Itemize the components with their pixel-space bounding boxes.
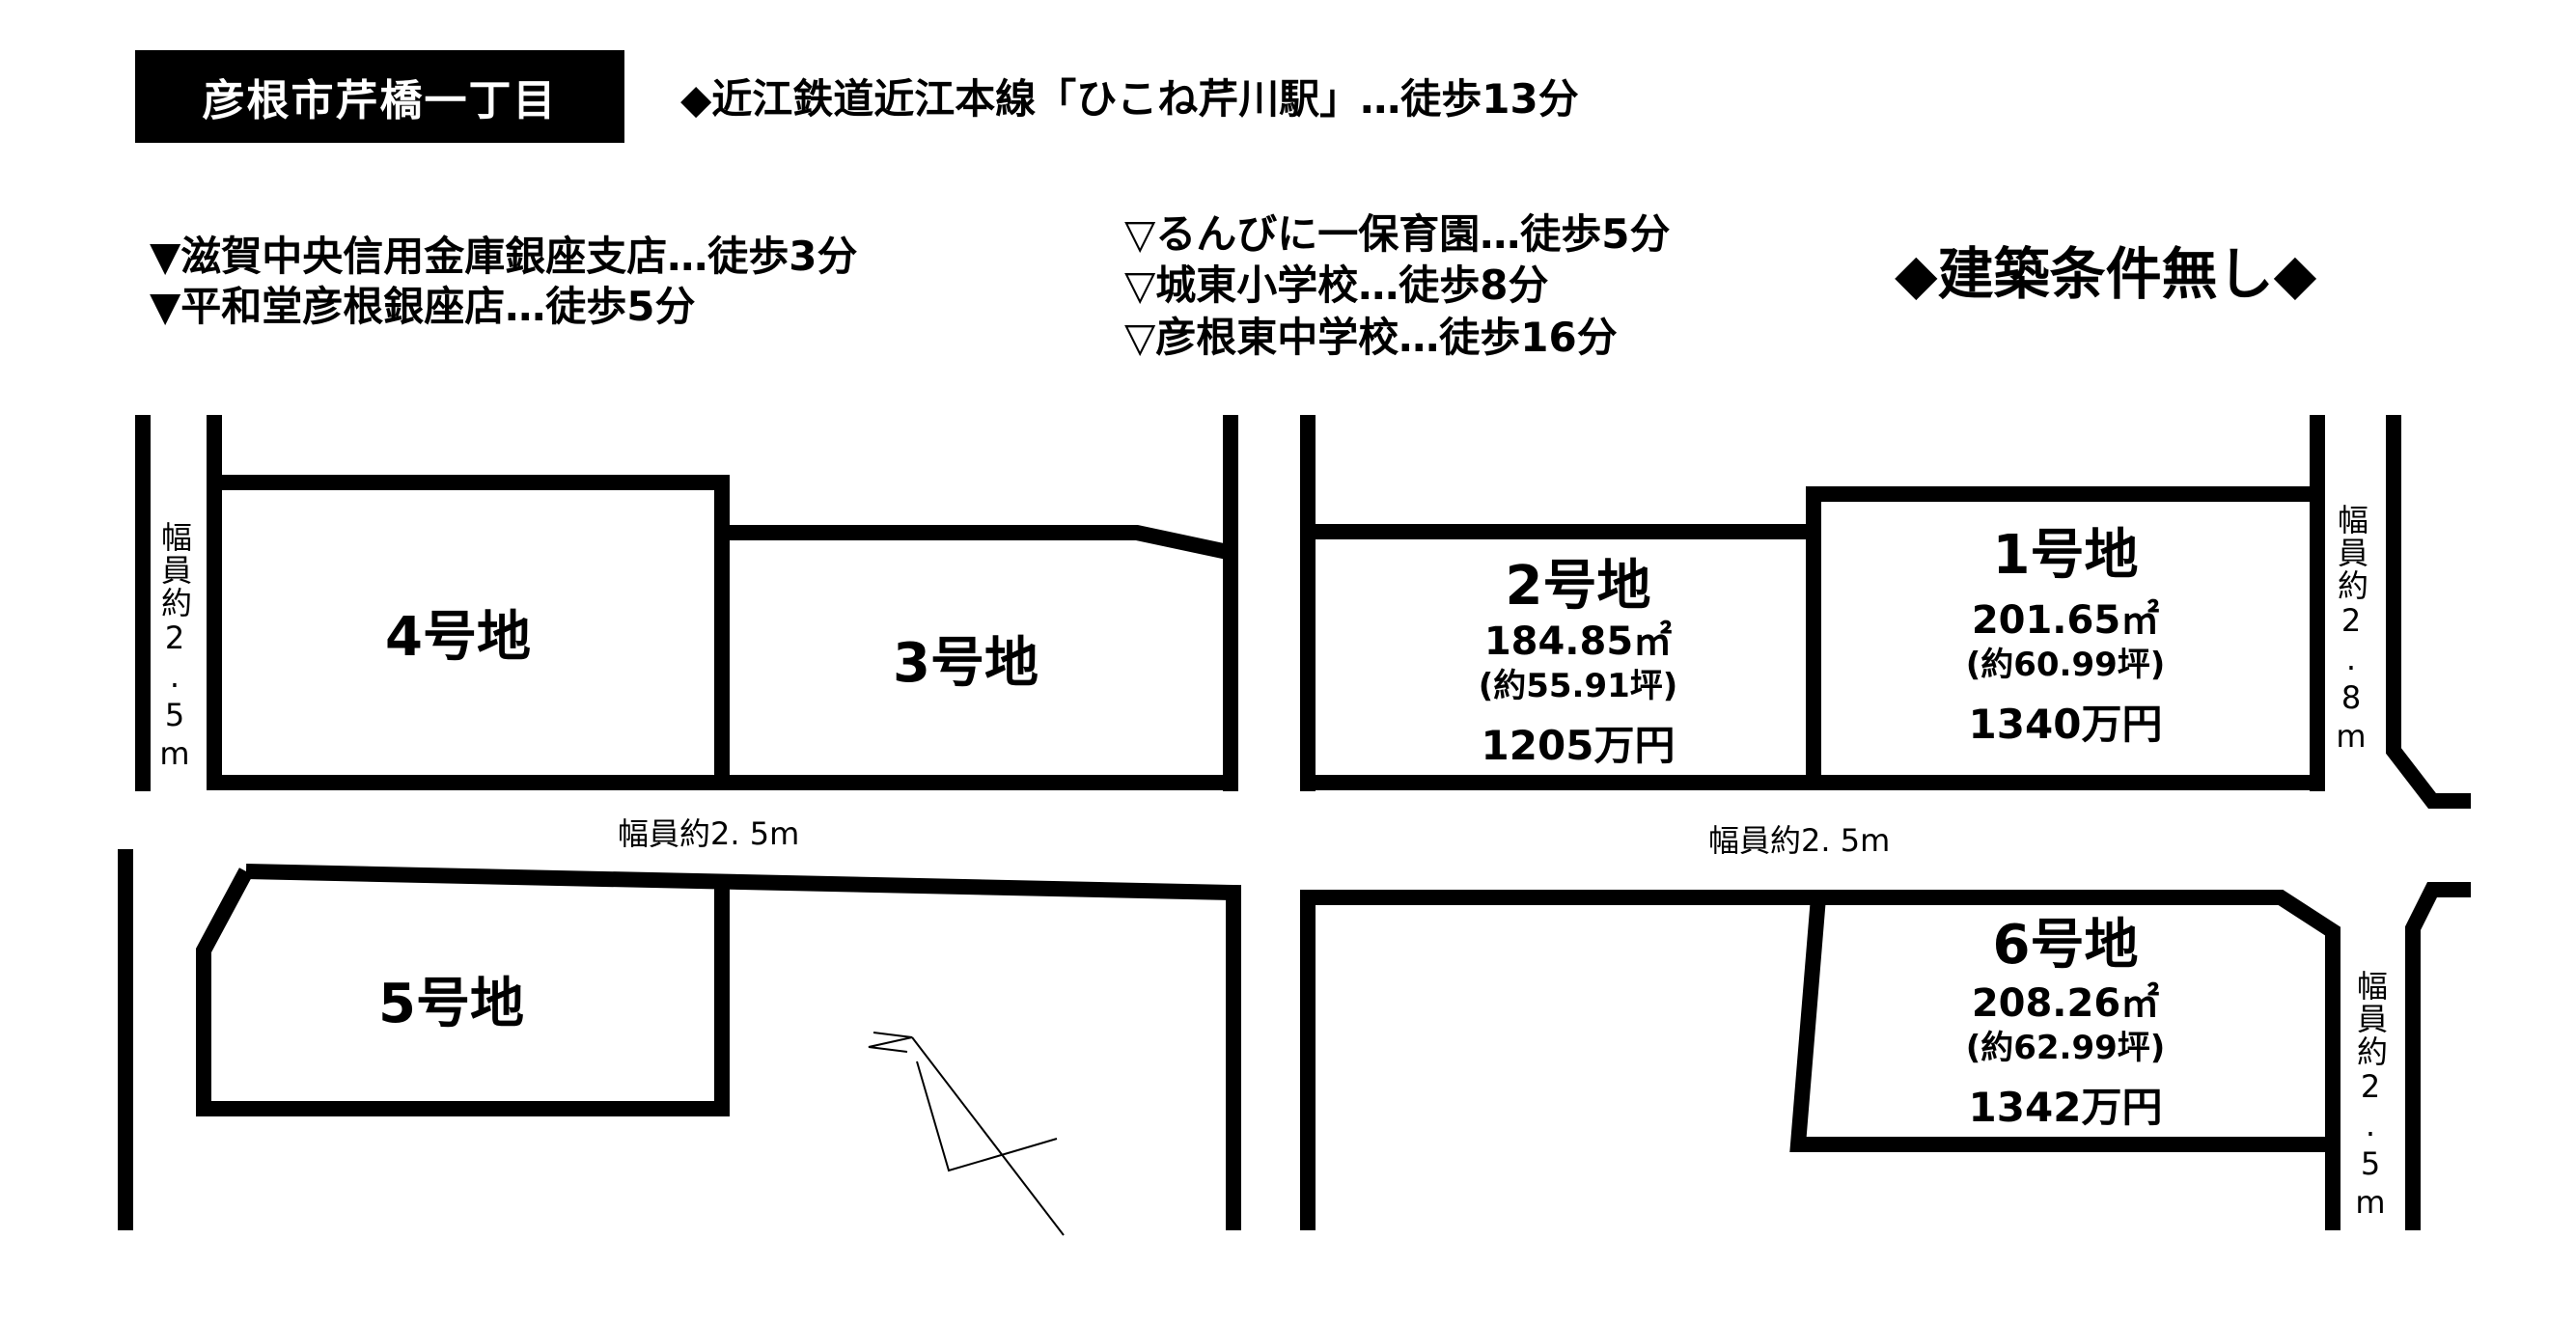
lower-right-block-top xyxy=(1300,890,2341,1230)
nearby-left-1: ▼滋賀中央信用金庫銀座支店…徒歩3分 xyxy=(150,233,858,280)
lot-6-area: 208.26㎡ xyxy=(1971,981,2160,1026)
lot-5-outline xyxy=(196,868,730,1116)
lot-1-outline xyxy=(1806,486,2317,783)
lot-2-area: 184.85㎡ xyxy=(1483,620,1673,664)
lot-2-price: 1205万円 xyxy=(1481,721,1676,769)
lot-3-label: 3号地 xyxy=(893,632,1039,695)
road-width-right-upper: 幅員約2.8m xyxy=(2333,504,2369,757)
lot-1-price: 1340万円 xyxy=(1968,700,2163,748)
lot-5-label: 5号地 xyxy=(378,973,524,1035)
nearby-left-2: ▼平和堂彦根銀座店…徒歩5分 xyxy=(150,283,696,330)
nearby-center-2: ▽城東小学校…徒歩8分 xyxy=(1124,262,1549,309)
lot-6-info: 208.26㎡ (約62.99坪) 1342万円 xyxy=(1921,979,2210,1133)
road-width-left-vertical: 幅員約2.5m xyxy=(156,521,193,774)
road-edge-right-outer-top xyxy=(2386,415,2471,809)
road-edge-right-outer-bottom xyxy=(2405,882,2471,1230)
lot-6-label: 6号地 xyxy=(1992,914,2139,977)
lot-4-label: 4号地 xyxy=(385,606,531,669)
lot-2-label: 2号地 xyxy=(1505,555,1651,618)
lot-6-outline xyxy=(1789,896,2333,1152)
lot-6-tsubo: (約62.99坪) xyxy=(1965,1029,2166,1067)
lot-1-area: 201.65㎡ xyxy=(1971,598,2160,643)
road-width-center-left: 幅員約2. 5m xyxy=(618,815,800,852)
road-width-center-right: 幅員約2. 5m xyxy=(1708,822,1891,859)
location-title: 彦根市芹橋一丁目 xyxy=(135,50,624,143)
lot-3-outline xyxy=(722,525,1230,560)
lower-left-block-top xyxy=(245,864,1241,1230)
building-condition: ◆建築条件無し◆ xyxy=(1895,241,2317,307)
lot-1-label: 1号地 xyxy=(1992,524,2139,587)
lot-2-tsubo: (約55.91坪) xyxy=(1478,667,1678,705)
road-width-right-lower: 幅員約2.5m xyxy=(2352,970,2389,1223)
lot-1-tsubo: (約60.99坪) xyxy=(1965,646,2166,684)
nearby-center-3: ▽彦根東中学校…徒歩16分 xyxy=(1124,314,1618,361)
lot-2-info: 184.85㎡ (約55.91坪) 1205万円 xyxy=(1433,618,1723,771)
lot-1-info: 201.65㎡ (約60.99坪) 1340万円 xyxy=(1921,596,2210,750)
north-arrow-icon xyxy=(868,1032,1065,1236)
station-access: ◆近江鉄道近江本線「ひこね芹川駅」…徒歩13分 xyxy=(680,75,1579,123)
nearby-center-1: ▽るんびに一保育園…徒歩5分 xyxy=(1124,210,1671,258)
lot-6-price: 1342万円 xyxy=(1968,1083,2163,1131)
